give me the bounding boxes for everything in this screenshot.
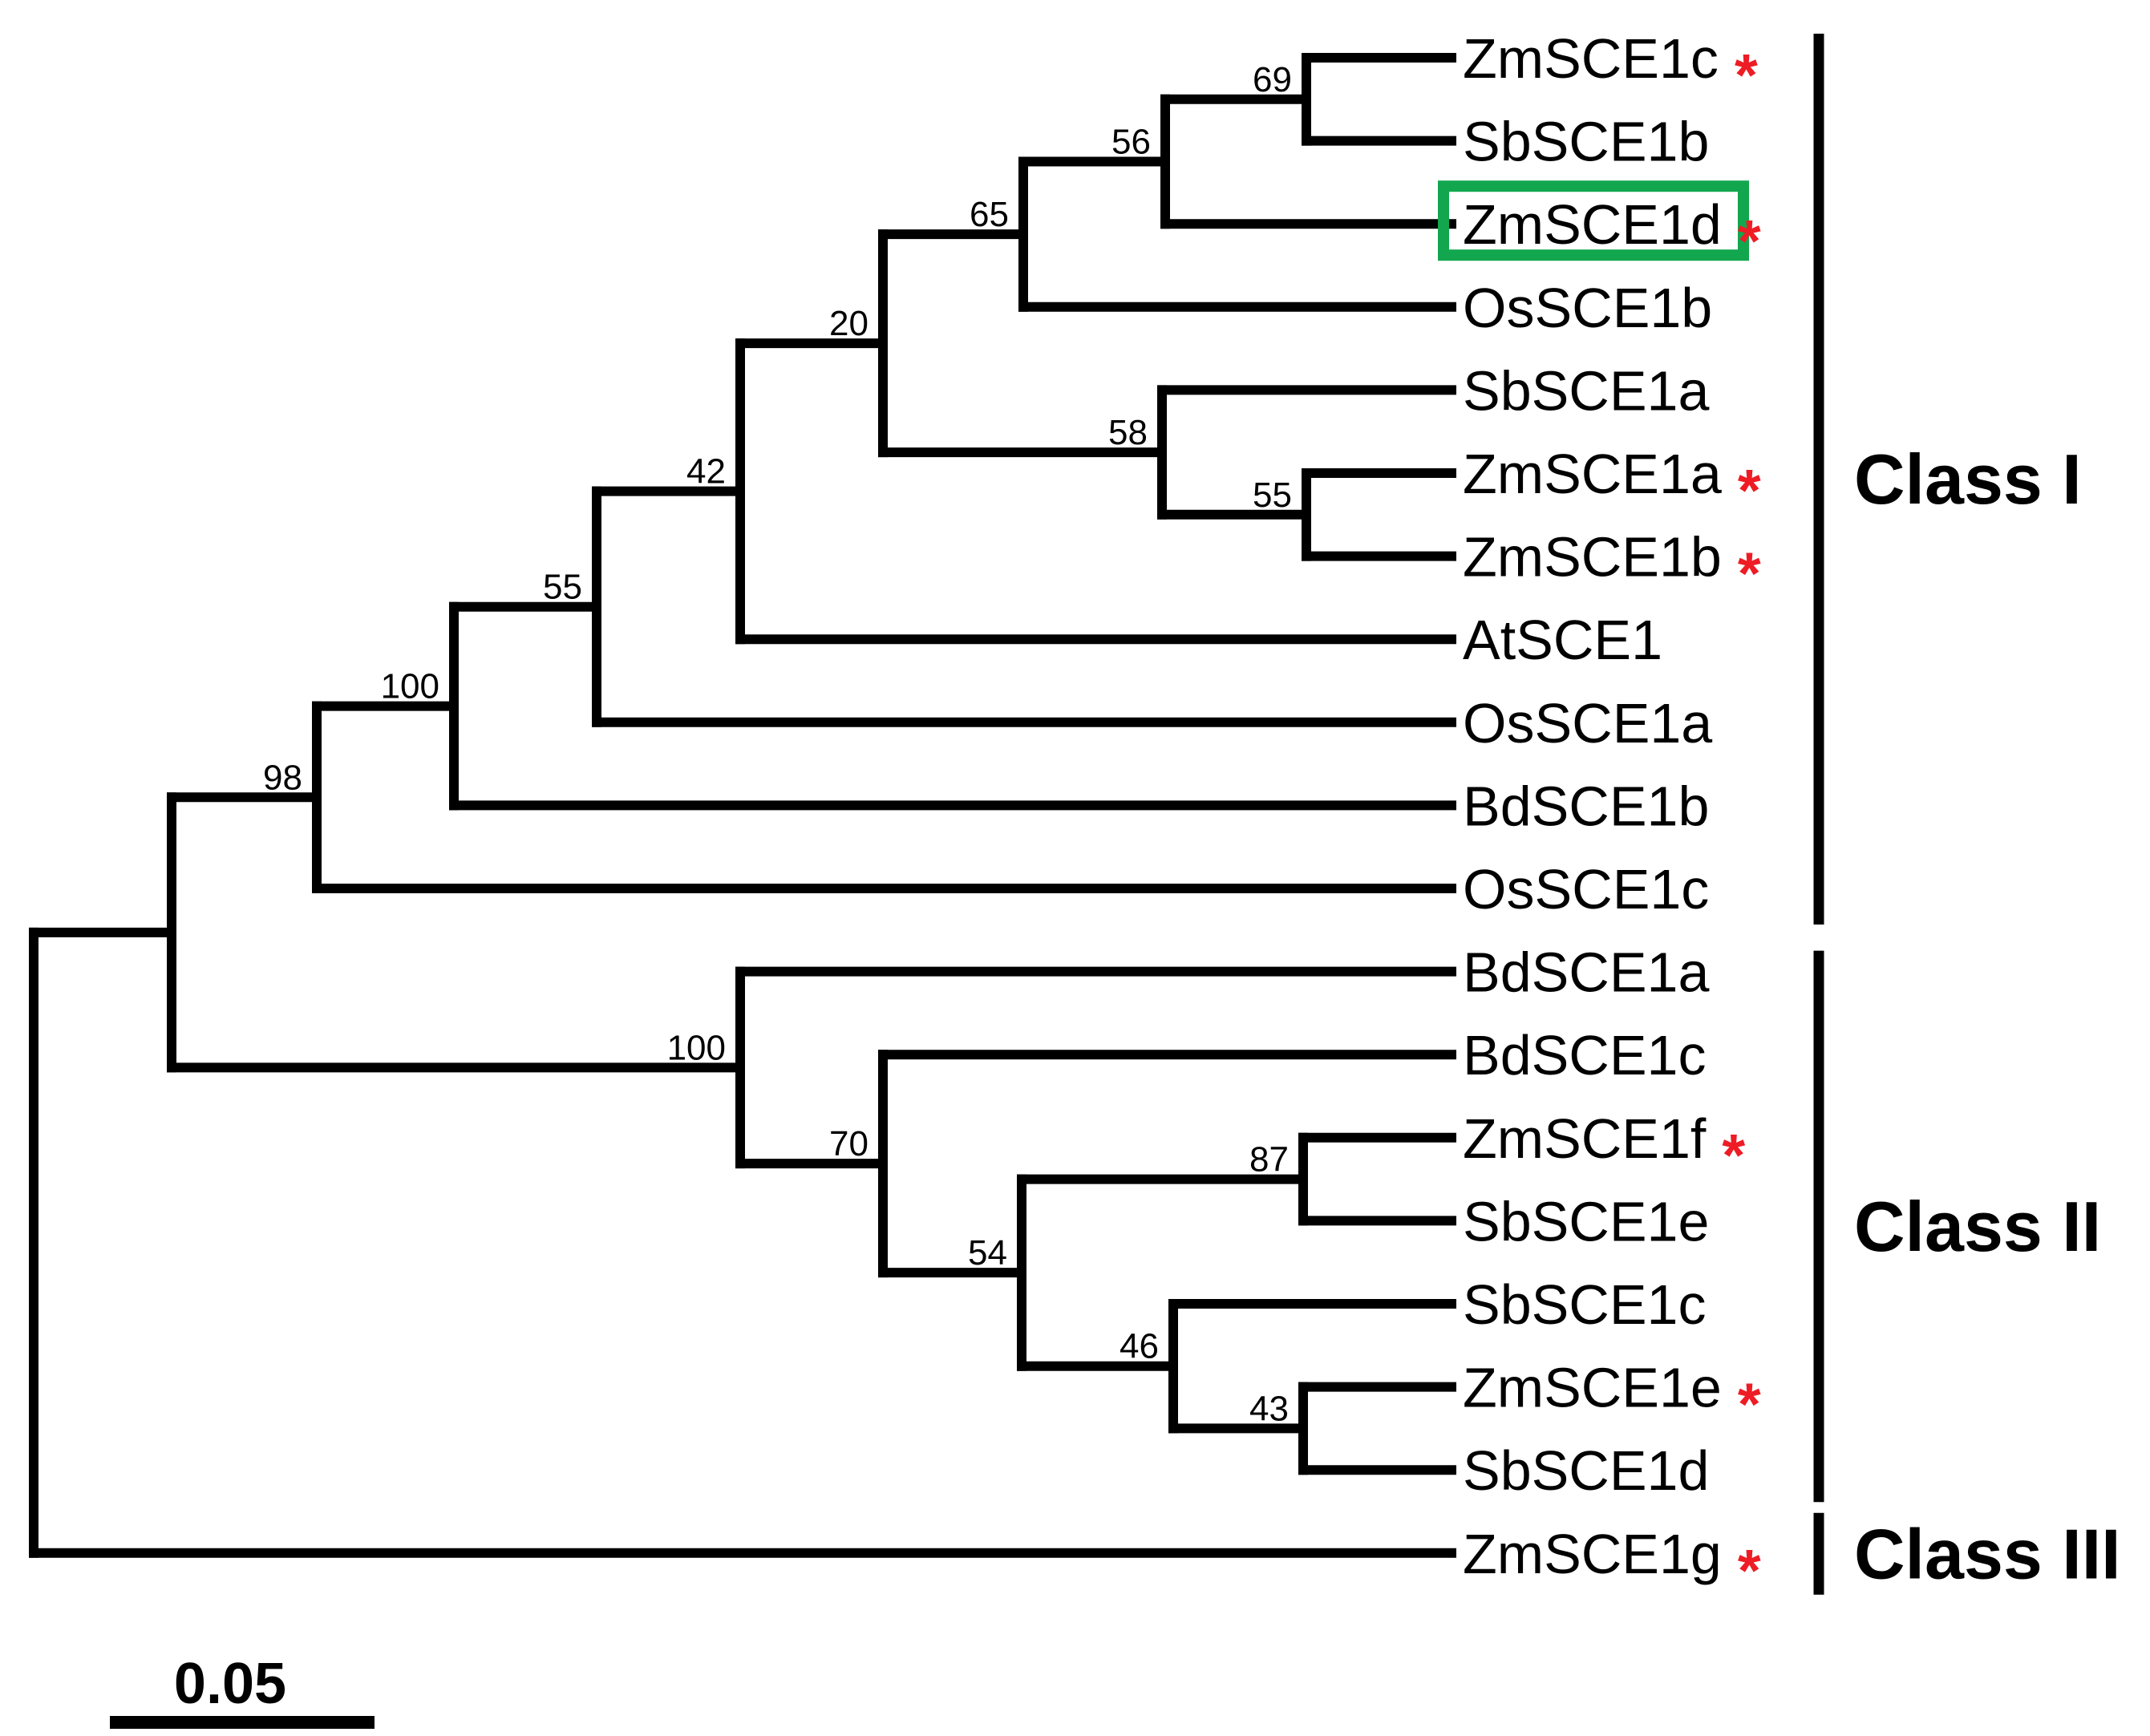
bootstrap-value: 54 xyxy=(968,1233,1007,1273)
scale-bar-label: 0.05 xyxy=(174,1652,286,1716)
leaf-label-SbSCE1e: SbSCE1e xyxy=(1463,1190,1709,1252)
bootstrap-value: 46 xyxy=(1120,1327,1159,1366)
class-label-2: Class II xyxy=(1854,1187,2101,1266)
bootstrap-value: 98 xyxy=(263,758,302,797)
leaf-label-ZmSCE1f: ZmSCE1f* xyxy=(1463,1107,1745,1188)
leaf-label-SbSCE1c: SbSCE1c xyxy=(1463,1273,1706,1336)
asterisk-mark-ZmSCE1c: * xyxy=(1735,42,1758,108)
asterisk-mark-ZmSCE1a: * xyxy=(1738,457,1761,524)
asterisk-mark-ZmSCE1f: * xyxy=(1722,1122,1745,1188)
leaf-label-SbSCE1a: SbSCE1a xyxy=(1463,359,1709,422)
bootstrap-value: 58 xyxy=(1108,413,1148,452)
class-label-3: Class III xyxy=(1854,1514,2121,1593)
leaf-label-AtSCE1: AtSCE1 xyxy=(1463,609,1662,671)
leaf-label-ZmSCE1b: ZmSCE1b* xyxy=(1463,526,1761,607)
bootstrap-value: 56 xyxy=(1111,123,1151,162)
bootstrap-value: 55 xyxy=(543,568,582,607)
bootstrap-value: 70 xyxy=(829,1124,869,1163)
leaf-label-BdSCE1c: BdSCE1c xyxy=(1463,1024,1706,1087)
leaf-label-OsSCE1b: OsSCE1b xyxy=(1463,277,1712,339)
bootstrap-value: 42 xyxy=(686,452,726,492)
leaf-label-ZmSCE1a: ZmSCE1a* xyxy=(1463,443,1761,524)
bootstrap-value: 87 xyxy=(1249,1140,1289,1180)
leaf-label-BdSCE1a: BdSCE1a xyxy=(1463,941,1709,1004)
bootstrap-value: 55 xyxy=(1253,475,1292,515)
bootstrap-value: 69 xyxy=(1253,60,1292,99)
scale-bar xyxy=(110,1716,375,1729)
bootstrap-value: 65 xyxy=(970,195,1009,234)
class-label-1: Class I xyxy=(1854,439,2082,519)
bootstrap-value: 100 xyxy=(667,1028,726,1067)
bootstrap-value: 100 xyxy=(381,667,439,706)
asterisk-mark-ZmSCE1g: * xyxy=(1738,1537,1761,1604)
asterisk-mark-ZmSCE1e: * xyxy=(1738,1371,1761,1438)
asterisk-mark-ZmSCE1d: * xyxy=(1738,208,1761,274)
bootstrap-value: 20 xyxy=(829,304,869,343)
leaf-label-SbSCE1b: SbSCE1b xyxy=(1463,111,1709,173)
leaf-label-ZmSCE1e: ZmSCE1e* xyxy=(1463,1357,1761,1438)
leaf-label-ZmSCE1g: ZmSCE1g* xyxy=(1463,1523,1761,1604)
leaf-label-ZmSCE1d: ZmSCE1d* xyxy=(1463,193,1761,274)
leaf-label-BdSCE1b: BdSCE1b xyxy=(1463,775,1709,837)
asterisk-mark-ZmSCE1b: * xyxy=(1738,540,1761,607)
leaf-label-OsSCE1a: OsSCE1a xyxy=(1463,692,1712,755)
bootstrap-value: 43 xyxy=(1249,1389,1289,1428)
leaf-label-SbSCE1d: SbSCE1d xyxy=(1463,1439,1709,1502)
leaf-label-ZmSCE1c: ZmSCE1c* xyxy=(1463,27,1758,108)
leaf-label-OsSCE1c: OsSCE1c xyxy=(1463,858,1709,921)
highlight-box-ZmSCE1d xyxy=(1438,180,1749,261)
